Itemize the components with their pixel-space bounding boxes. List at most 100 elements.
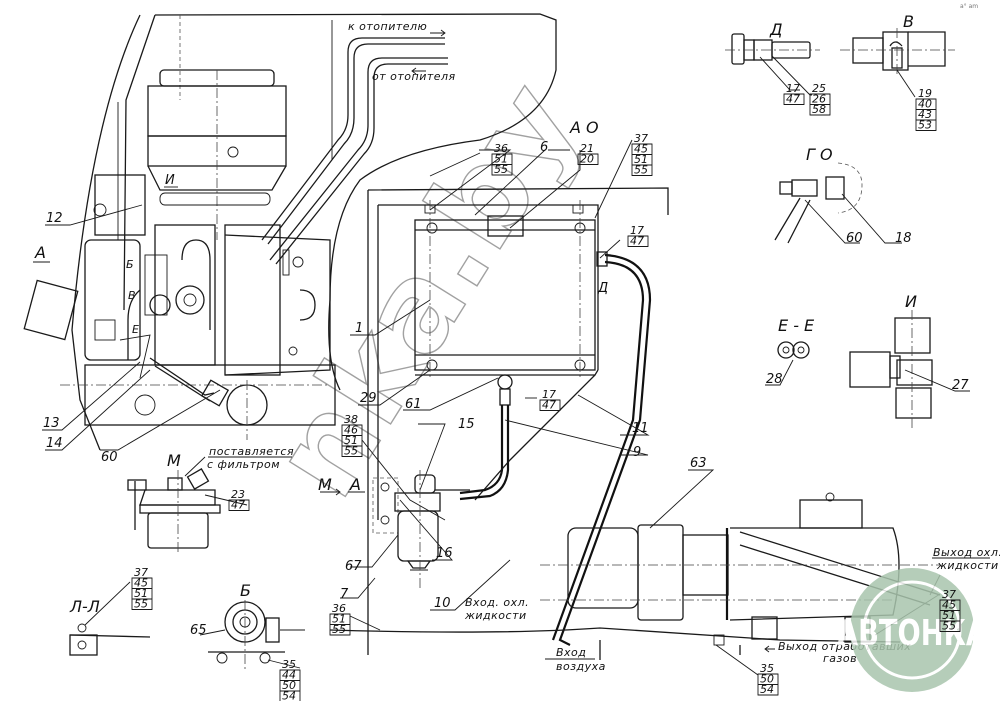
view-title-V: В bbox=[903, 12, 914, 31]
callout-number: 25 bbox=[812, 82, 826, 95]
view-label-I-main: И bbox=[165, 173, 175, 188]
callout-number: 54 bbox=[282, 690, 296, 701]
callout-number: 45 bbox=[942, 599, 956, 612]
view-title-M: М bbox=[167, 451, 181, 470]
part-label-60b: 60 bbox=[846, 231, 863, 246]
part-label-63: 63 bbox=[690, 456, 707, 471]
callout-number: 43 bbox=[918, 108, 932, 121]
callout-box bbox=[539, 399, 561, 411]
corner-mark: a° am bbox=[960, 3, 978, 10]
callout-number: 37 bbox=[634, 132, 648, 145]
callout-number: 35 bbox=[282, 658, 296, 671]
view-LL: Л-Л bbox=[69, 581, 151, 656]
callout-number: 51 bbox=[494, 153, 508, 166]
callout-number: 51 bbox=[634, 153, 648, 166]
leaders-main bbox=[42, 204, 221, 451]
view-label-D-main: Д bbox=[597, 281, 608, 296]
callout-box bbox=[915, 98, 937, 131]
part-label-18: 18 bbox=[895, 231, 912, 246]
part-label-14: 14 bbox=[46, 436, 63, 451]
callout-number: 55 bbox=[494, 163, 508, 176]
callout-box bbox=[757, 673, 779, 696]
callout-number: 51 bbox=[332, 613, 346, 626]
view-I: И bbox=[849, 292, 970, 430]
view-label-V-main: В bbox=[128, 289, 136, 302]
view-D: Д bbox=[725, 20, 820, 96]
view-title-EE: Е - Е bbox=[778, 316, 815, 335]
callout-number: 45 bbox=[634, 143, 648, 156]
note-coolant-in-1: Вход. охл. bbox=[465, 596, 529, 609]
part-label-6: 6 bbox=[540, 140, 548, 155]
section-arrow-M: М bbox=[318, 475, 332, 494]
part-label-16: 16 bbox=[436, 546, 453, 561]
callout-box bbox=[809, 93, 831, 116]
callout-number: 51 bbox=[942, 609, 956, 622]
leaders-AO bbox=[350, 139, 650, 491]
callout-number: 55 bbox=[634, 164, 648, 177]
callout-number: 55 bbox=[942, 620, 956, 633]
view-EE: Е - Е bbox=[765, 316, 815, 386]
note-from-heater: от отопителя bbox=[372, 70, 456, 83]
fuel-filter: М А bbox=[318, 470, 470, 590]
section-arrow-A2: А bbox=[349, 475, 361, 494]
view-title-B: Б bbox=[240, 581, 251, 600]
callout-box bbox=[341, 424, 363, 457]
note-air-in-2: воздуха bbox=[556, 660, 606, 673]
part-label-1: 1 bbox=[355, 321, 363, 336]
watermark-logo-text: АВТОНКА bbox=[837, 613, 987, 654]
callout-number: 47 bbox=[542, 399, 556, 412]
callout-stacks: 3651552120374551551747174738465155365155… bbox=[131, 82, 961, 701]
part-label-10: 10 bbox=[434, 596, 451, 611]
note-coolant-out-2: жидкости bbox=[936, 559, 999, 572]
callout-number: 40 bbox=[918, 98, 932, 111]
callout-number: 17 bbox=[630, 224, 644, 237]
callout-number: 35 bbox=[760, 662, 774, 675]
engine-block bbox=[23, 69, 336, 440]
part-label-61: 61 bbox=[405, 397, 422, 412]
callout-number: 46 bbox=[344, 424, 358, 437]
callout-box bbox=[491, 153, 513, 176]
callout-number: 50 bbox=[760, 673, 774, 686]
callout-number: 55 bbox=[332, 623, 346, 636]
note-supplied-1: поставляется bbox=[209, 445, 294, 458]
callout-number: 38 bbox=[344, 413, 358, 426]
callout-number: 17 bbox=[786, 82, 800, 95]
note-to-heater: к отопителю bbox=[348, 20, 427, 33]
view-M-filter: М поставляется с фильтром bbox=[127, 445, 294, 555]
callout-number: 37 bbox=[134, 566, 148, 579]
callout-number: 21 bbox=[580, 142, 594, 155]
callout-box bbox=[939, 599, 961, 632]
callout-box bbox=[228, 499, 250, 511]
callout-number: 47 bbox=[231, 499, 245, 512]
callout-box bbox=[329, 613, 351, 636]
callout-number: 36 bbox=[494, 142, 508, 155]
part-label-29: 29 bbox=[360, 391, 377, 406]
callout-number: 54 bbox=[760, 683, 774, 696]
note-exhaust-2: газов bbox=[823, 652, 857, 665]
callout-number: 51 bbox=[134, 587, 148, 600]
view-title-AO: А О bbox=[569, 118, 599, 137]
callout-box bbox=[631, 143, 653, 176]
callout-number: 23 bbox=[231, 488, 245, 501]
callout-number: 45 bbox=[134, 577, 148, 590]
callout-box bbox=[627, 235, 649, 247]
callout-number: 47 bbox=[786, 93, 800, 106]
callout-number: 55 bbox=[344, 445, 358, 458]
callout-number: 47 bbox=[630, 235, 644, 248]
view-title-I: И bbox=[905, 292, 917, 311]
part-label-27: 27 bbox=[952, 378, 969, 393]
part-label-60a: 60 bbox=[101, 450, 118, 465]
view-title-GO: Г О bbox=[806, 145, 833, 164]
callout-box bbox=[577, 153, 599, 165]
